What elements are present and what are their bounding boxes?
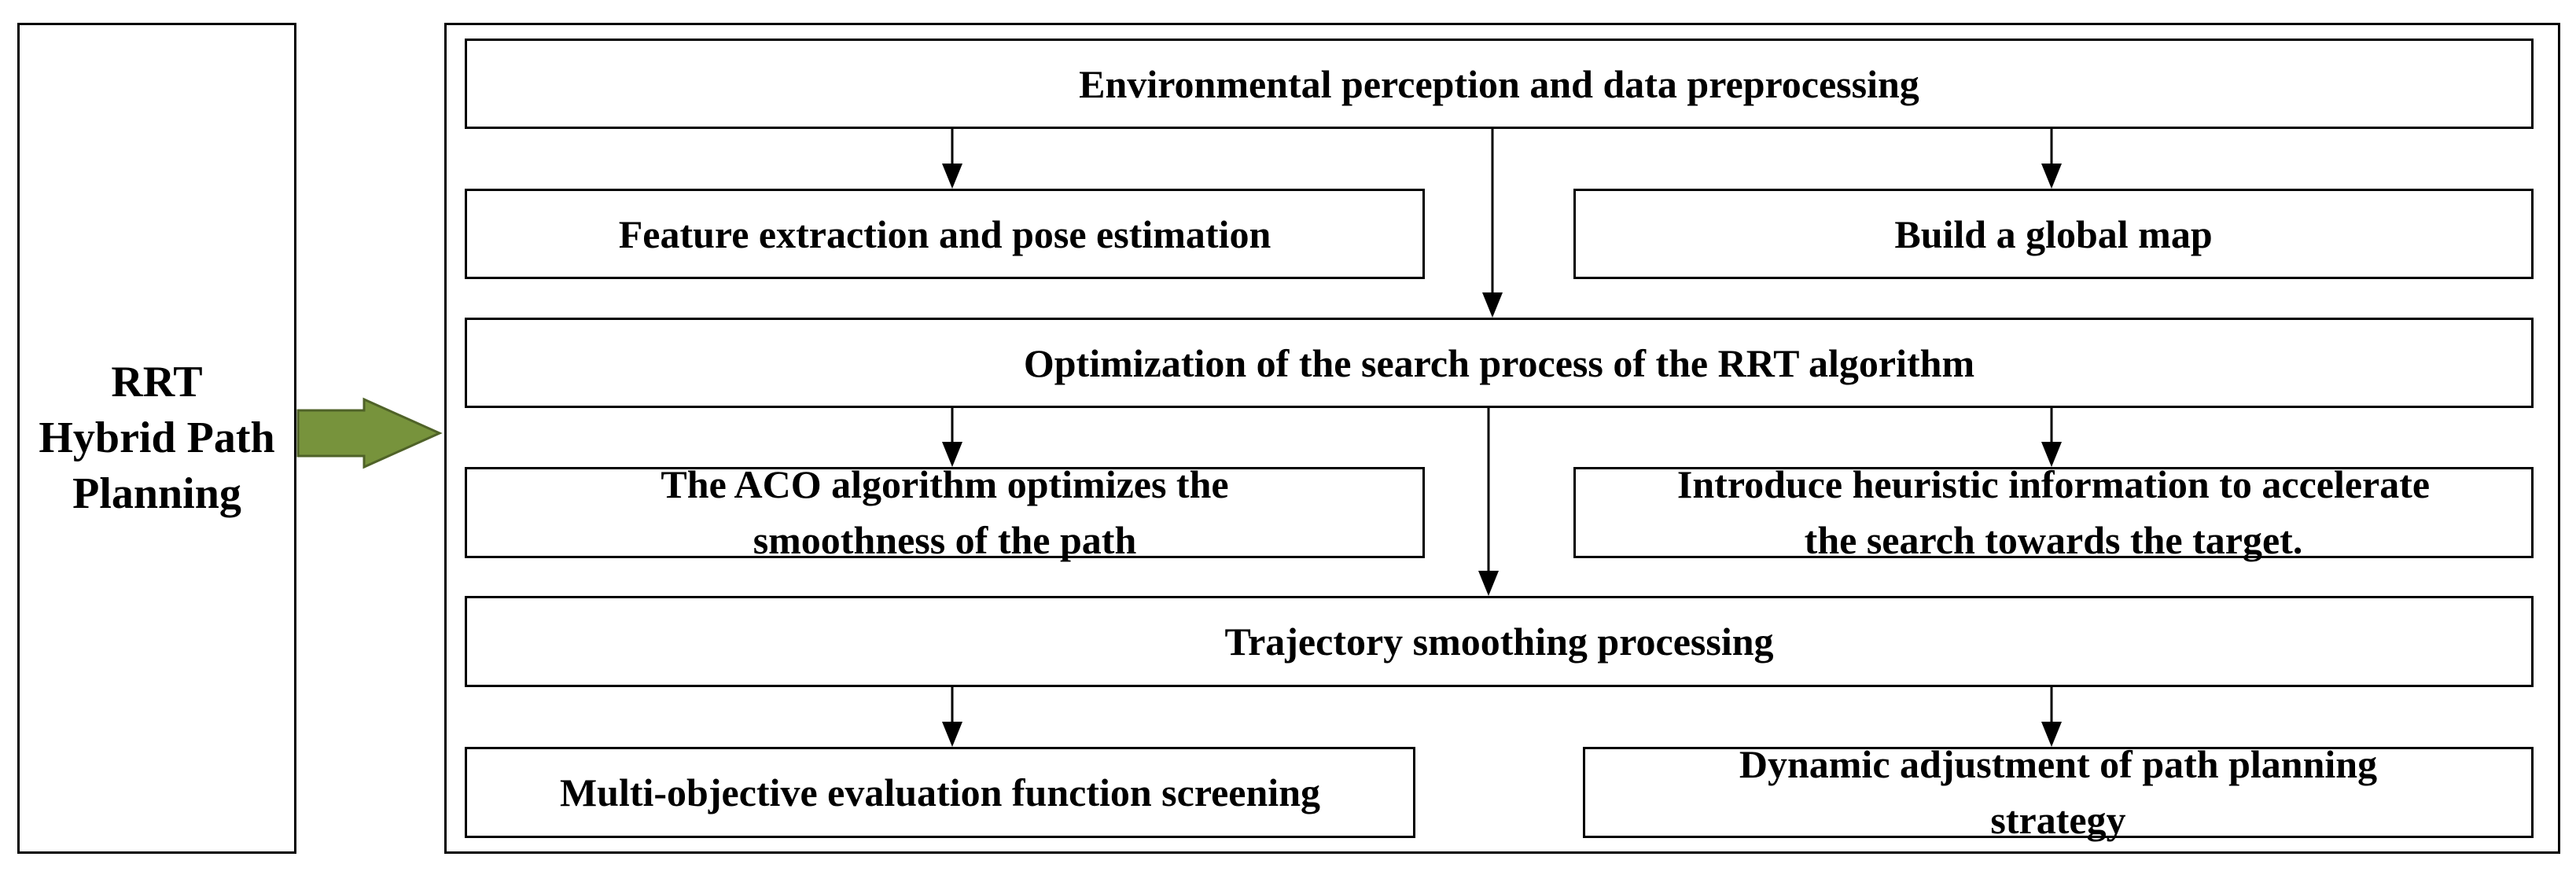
- step-heuristic-information-label: Introduce heuristic information to accel…: [1676, 461, 2431, 563]
- process-container: [444, 23, 2560, 854]
- arrowhead: [942, 442, 962, 467]
- arrowhead: [2041, 722, 2062, 747]
- arrowhead: [2041, 442, 2062, 467]
- step-dynamic-adjustment-label: Dynamic adjustment of path planning stra…: [1739, 741, 2378, 843]
- step-rrt-optimization-label: Optimization of the search process of th…: [1023, 340, 1975, 385]
- step-aco-smoothness: The ACO algorithm optimizes the smoothne…: [465, 461, 1425, 563]
- step-multi-objective-evaluation: Multi-objective evaluation function scre…: [465, 747, 1415, 838]
- arrowhead: [1482, 292, 1503, 318]
- step-trajectory-smoothing-label: Trajectory smoothing processing: [1224, 619, 1774, 664]
- step-trajectory-smoothing: Trajectory smoothing processing: [465, 596, 2534, 687]
- step-environmental-perception-label: Environmental perception and data prepro…: [1079, 61, 1919, 106]
- step-build-global-map: Build a global map: [1573, 189, 2534, 279]
- left-panel-title: RRT Hybrid Path Planning: [39, 357, 275, 519]
- step-feature-extraction: Feature extraction and pose estimation: [465, 189, 1425, 279]
- step-rrt-optimization: Optimization of the search process of th…: [465, 318, 2534, 408]
- arrowheads-group: [951, 129, 2053, 725]
- left-panel: RRT Hybrid Path Planning: [17, 23, 296, 854]
- arrowhead: [2041, 164, 2062, 189]
- step-dynamic-adjustment: Dynamic adjustment of path planning stra…: [1583, 741, 2534, 843]
- step-build-global-map-label: Build a global map: [1894, 211, 2213, 256]
- step-environmental-perception: Environmental perception and data prepro…: [465, 39, 2534, 129]
- arrowhead-fills: [942, 164, 2062, 747]
- arrowhead: [942, 164, 962, 189]
- step-heuristic-information: Introduce heuristic information to accel…: [1573, 461, 2534, 563]
- step-multi-objective-evaluation-label: Multi-objective evaluation function scre…: [559, 770, 1321, 814]
- flow-arrow-icon: [296, 397, 443, 469]
- arrowhead: [942, 722, 962, 747]
- step-feature-extraction-label: Feature extraction and pose estimation: [618, 211, 1271, 256]
- arrowhead: [1478, 571, 1499, 596]
- step-aco-smoothness-label: The ACO algorithm optimizes the smoothne…: [661, 461, 1229, 563]
